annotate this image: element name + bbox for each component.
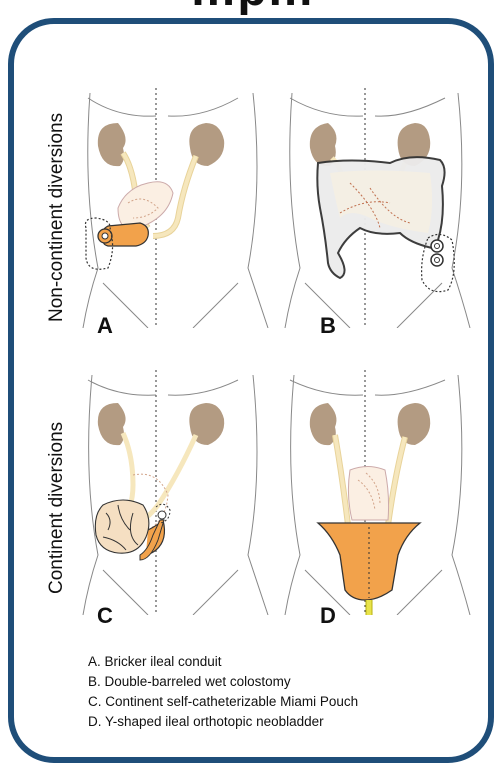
panel-d-illustration bbox=[280, 355, 480, 615]
panel-letter-b: B bbox=[320, 313, 336, 339]
legend-item-d: D. Y-shaped ileal orthotopic neobladder bbox=[88, 712, 358, 732]
legend: A. Bricker ileal conduit B. Double-barre… bbox=[88, 652, 358, 732]
legend-item-c: C. Continent self-catheterizable Miami P… bbox=[88, 692, 358, 712]
panel-a-illustration bbox=[78, 68, 278, 328]
non-continent-label: Non-continent diversions bbox=[46, 113, 68, 322]
panel-letter-c: C bbox=[97, 603, 113, 629]
legend-item-a: A. Bricker ileal conduit bbox=[88, 652, 358, 672]
panel-c-illustration bbox=[78, 355, 278, 615]
panel-b-illustration bbox=[280, 68, 480, 328]
legend-item-b: B. Double-barreled wet colostomy bbox=[88, 672, 358, 692]
panel-letter-d: D bbox=[320, 603, 336, 629]
page-title: …p… bbox=[0, 0, 504, 20]
panel-letter-a: A bbox=[97, 313, 113, 339]
continent-label: Continent diversions bbox=[46, 422, 68, 594]
